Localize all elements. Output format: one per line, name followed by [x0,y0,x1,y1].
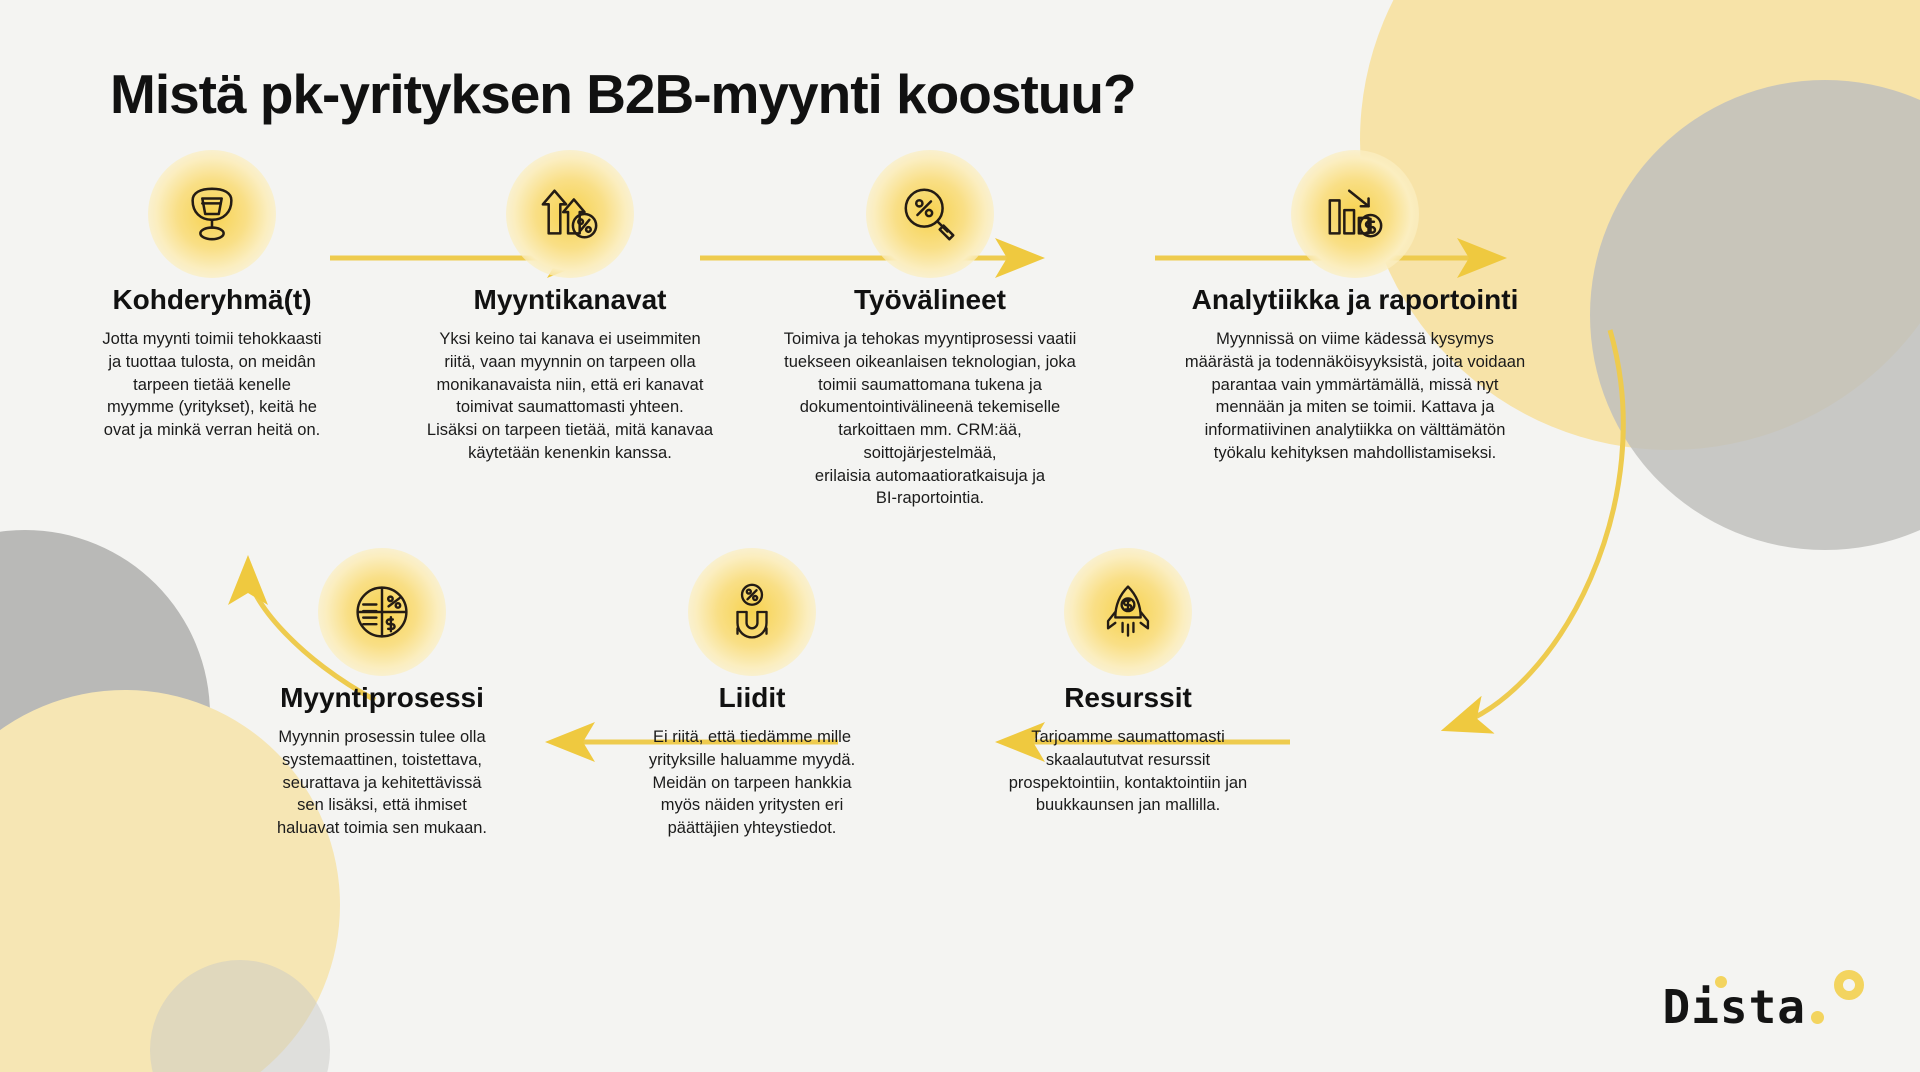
node-body: Myynnin prosessin tulee olla systemaatti… [276,728,488,838]
node-myyntiprosessi[interactable]: Myyntiprosessi Myynnin prosessin tulee o… [232,548,532,840]
growth-arrows-percent-icon [541,189,598,239]
node-body: Jotta myynti toimii tehokkaasti ja tuott… [102,330,322,440]
node-body: Ei riitä, että tiedämme mille yrityksill… [648,728,856,838]
node-badge [1291,150,1419,278]
target-audience-icon [191,187,233,241]
pie-chart-report-icon [356,586,408,638]
node-body: Yksi keino tai kanava ei useimmiten riit… [426,330,714,462]
node-body: Tarjoamme saumattomasti skaalaututvat re… [1008,728,1248,815]
rocket-dollar-icon [1106,585,1150,637]
magnet-percent-icon [736,583,768,639]
brand-logo[interactable]: Dista [1663,970,1864,1034]
node-body: Myynnissä on viime kädessä kysymys määrä… [1184,330,1526,462]
node-badge [318,548,446,676]
brand-wordmark: Dista [1662,980,1806,1034]
page-title: Mistä pk-yrityksen B2B-myynti koostuu? [110,63,1137,125]
node-title: Kohderyhmä(t) [112,284,312,315]
brand-ring-icon [1834,970,1864,1000]
node-badge [866,150,994,278]
node-title: Myyntiprosessi [280,682,484,713]
bar-chart-decline-coin-icon [1328,189,1383,238]
node-title: Analytiikka ja raportointi [1191,284,1519,315]
node-title: Liidit [718,682,786,713]
node-badge [688,548,816,676]
node-badge [1064,548,1192,676]
magnifier-percent-icon [904,188,955,241]
node-kohderyhma[interactable]: Kohderyhmä(t) Jotta myynti toimii tehokk… [62,150,362,442]
node-myyntikanavat[interactable]: Myyntikanavat Yksi keino tai kanava ei u… [420,150,720,465]
node-body: Toimiva ja tehokas myyntiprosessi vaatii… [783,330,1077,508]
node-title: Työvälineet [854,284,1006,315]
node-badge [148,150,276,278]
node-title: Myyntikanavat [473,284,667,315]
brand-dot-icon-lower [1811,1011,1824,1024]
node-title: Resurssit [1064,682,1192,713]
node-badge [506,150,634,278]
brand-dot-icon-upper [1714,976,1727,988]
node-resurssit[interactable]: Resurssit Tarjoamme saumattomasti skaala… [978,548,1278,817]
node-liidit[interactable]: Liidit Ei riitä, että tiedämme mille yri… [602,548,902,840]
node-tyovalineet[interactable]: Työvälineet Toimiva ja tehokas myyntipro… [780,150,1080,510]
node-analytiikka[interactable]: Analytiikka ja raportointi Myynnissä on … [1165,150,1545,465]
